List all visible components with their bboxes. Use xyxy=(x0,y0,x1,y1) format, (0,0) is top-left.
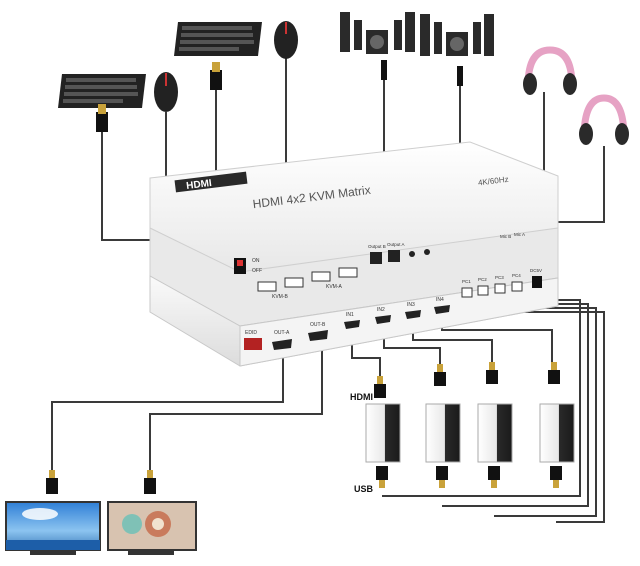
pc-dongles xyxy=(365,362,575,488)
audio-jacks xyxy=(381,60,463,86)
pc1-label: PC1 xyxy=(462,279,471,284)
keyboard-top xyxy=(174,22,262,56)
pc-dongle-2 xyxy=(425,364,461,488)
mic-ports xyxy=(409,249,430,257)
mic-a-label: Mic A xyxy=(514,232,525,237)
monitor-right xyxy=(107,470,197,555)
device-logo xyxy=(174,171,248,193)
hdmi-label: HDMI xyxy=(350,392,373,402)
kvm-b-label: KVM-B xyxy=(272,294,289,300)
pc-dongle-1 xyxy=(365,376,401,488)
pc4-label: PC4 xyxy=(512,273,521,278)
power-switch[interactable] xyxy=(234,258,246,274)
headphone-1 xyxy=(523,46,577,95)
output-b-label: Output B xyxy=(368,244,386,249)
edid-switch[interactable] xyxy=(244,338,262,350)
dc-power-port xyxy=(532,276,542,288)
headphone-2 xyxy=(579,94,629,145)
edid-label: EDID xyxy=(245,330,257,336)
mouse-left xyxy=(154,72,178,112)
monitor-left xyxy=(5,470,101,555)
audio-output-ports xyxy=(370,250,400,264)
usb-ports-kvm-a xyxy=(311,267,358,282)
usb-pc-ports xyxy=(461,281,523,298)
device-logo-text: HDMI xyxy=(186,178,213,192)
speaker-set-2 xyxy=(420,14,494,56)
hdmi-out-a-port xyxy=(272,339,292,350)
usb-label: USB xyxy=(354,484,374,494)
keyboard-left xyxy=(58,74,146,108)
usb-ports-kvm-b xyxy=(257,277,304,292)
pc2-label: PC2 xyxy=(478,277,487,282)
speaker-set-1 xyxy=(340,12,415,54)
in1-label: IN1 xyxy=(346,312,354,318)
pc-dongle-3 xyxy=(477,362,513,488)
hdmi-in-ports xyxy=(344,305,450,329)
mouse-top xyxy=(274,21,298,59)
power-off-label: OFF xyxy=(252,268,262,274)
device-resolution: 4K/60Hz xyxy=(477,175,509,188)
pc-dongle-4 xyxy=(539,362,575,488)
in2-label: IN2 xyxy=(377,307,385,313)
out-a-label: OUT-A xyxy=(274,330,290,336)
in4-label: IN4 xyxy=(436,297,444,303)
kvm-a-label: KVM-A xyxy=(326,284,343,290)
power-on-label: ON xyxy=(252,258,260,264)
in3-label: IN3 xyxy=(407,302,415,308)
hdmi-out-b-port xyxy=(308,330,328,341)
dc-label: DC5V xyxy=(530,268,542,273)
pc3-label: PC3 xyxy=(495,275,504,280)
keyboard-usb-plugs xyxy=(96,62,222,132)
mic-b-label: Mic B xyxy=(500,234,511,239)
output-a-label: Output A xyxy=(387,242,405,247)
out-b-label: OUT-B xyxy=(310,322,326,328)
